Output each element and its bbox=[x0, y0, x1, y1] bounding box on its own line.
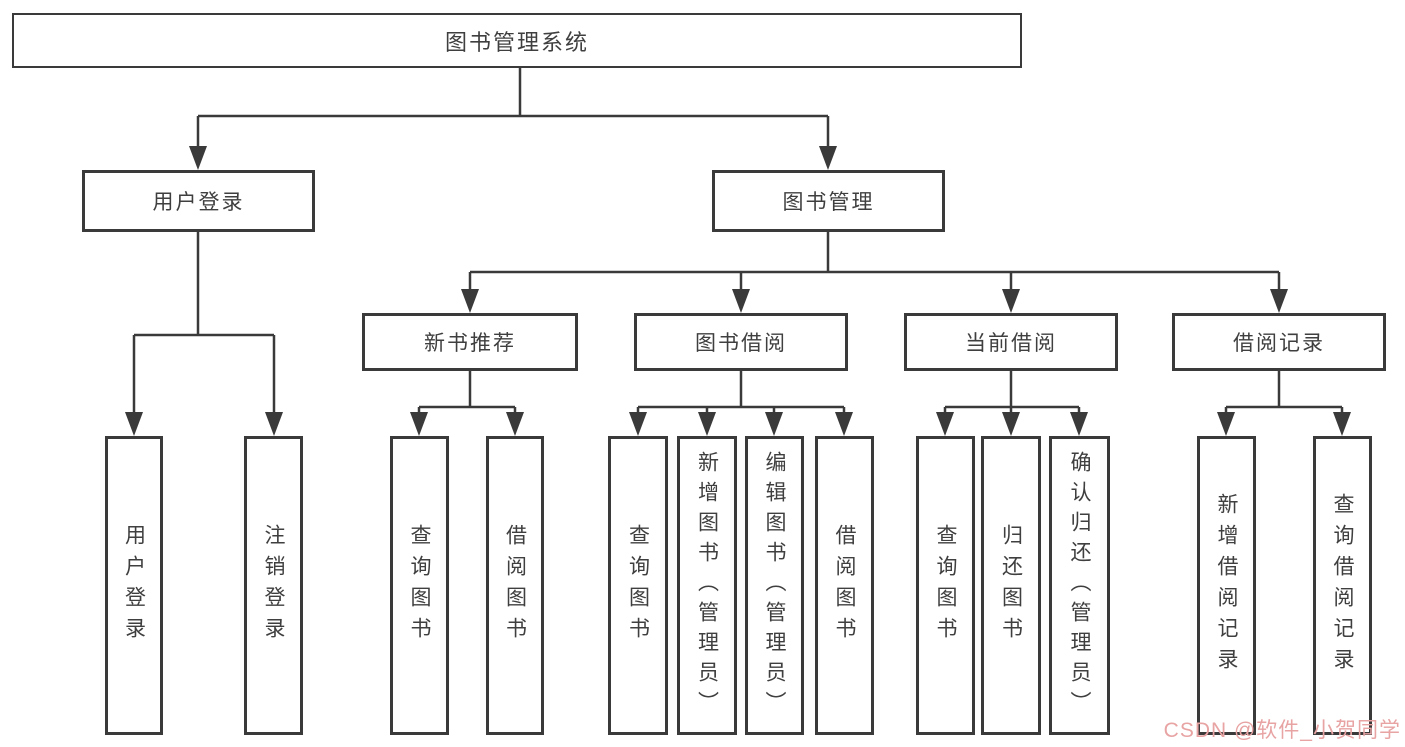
leaf-current-query-books: 查询图书 bbox=[916, 436, 975, 735]
leaf-current-confirm-return-admin: 确认归还（管理员） bbox=[1049, 436, 1110, 735]
leaf-records-add-borrow-record: 新增借阅记录 bbox=[1197, 436, 1256, 735]
node-book-borrowing: 图书借阅 bbox=[634, 313, 848, 371]
leaf-user-login: 用户登录 bbox=[105, 436, 163, 735]
leaf-borrow-edit-books-admin: 编辑图书（管理员） bbox=[745, 436, 804, 735]
node-borrow-records: 借阅记录 bbox=[1172, 313, 1386, 371]
node-current-borrowing: 当前借阅 bbox=[904, 313, 1118, 371]
leaf-borrow-query-books: 查询图书 bbox=[608, 436, 668, 735]
leaf-borrow-add-books-admin: 新增图书（管理员） bbox=[677, 436, 737, 735]
leaf-current-return-books: 归还图书 bbox=[981, 436, 1041, 735]
leaf-borrow-borrow-books: 借阅图书 bbox=[815, 436, 874, 735]
watermark: CSDN @软件_小贺同学 bbox=[1163, 719, 1401, 742]
node-library-management-system: 图书管理系统 bbox=[12, 13, 1022, 68]
leaf-logout: 注销登录 bbox=[244, 436, 303, 735]
leaf-records-query-borrow-record: 查询借阅记录 bbox=[1313, 436, 1372, 735]
leaf-recommend-query-books: 查询图书 bbox=[390, 436, 449, 735]
leaf-recommend-borrow-books: 借阅图书 bbox=[486, 436, 544, 735]
node-book-management: 图书管理 bbox=[712, 170, 945, 232]
node-new-book-recommend: 新书推荐 bbox=[362, 313, 578, 371]
node-user-login: 用户登录 bbox=[82, 170, 315, 232]
